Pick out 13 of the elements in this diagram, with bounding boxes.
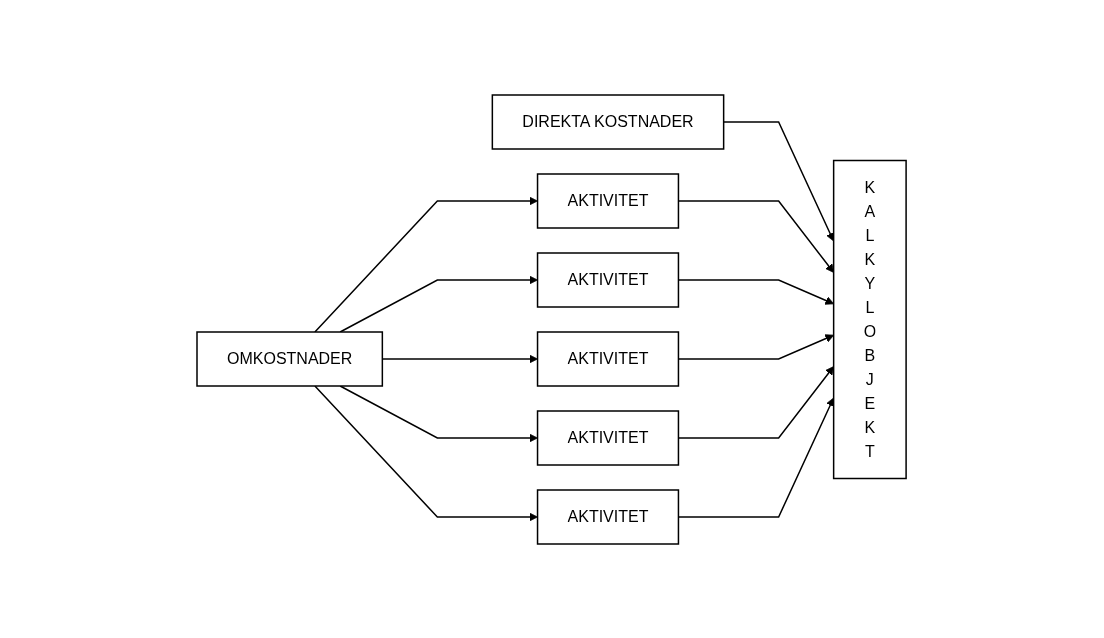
arrow: [678, 365, 835, 439]
arrow: [678, 278, 835, 305]
node-box: AKTIVITET: [537, 172, 680, 229]
node-box: AKTIVITET: [537, 330, 680, 387]
node-box: AKTIVITET: [537, 409, 680, 466]
node-box: AKTIVITET: [537, 251, 680, 308]
arrow: [678, 333, 835, 360]
arrow: [678, 397, 835, 518]
node-box: OMKOSTNADER: [196, 330, 384, 387]
arrow: [678, 199, 835, 273]
node-box: K A L K Y L O B J E K T: [833, 159, 908, 479]
node-box: DIREKTA KOSTNADER: [492, 93, 725, 150]
node-box: AKTIVITET: [537, 488, 680, 545]
